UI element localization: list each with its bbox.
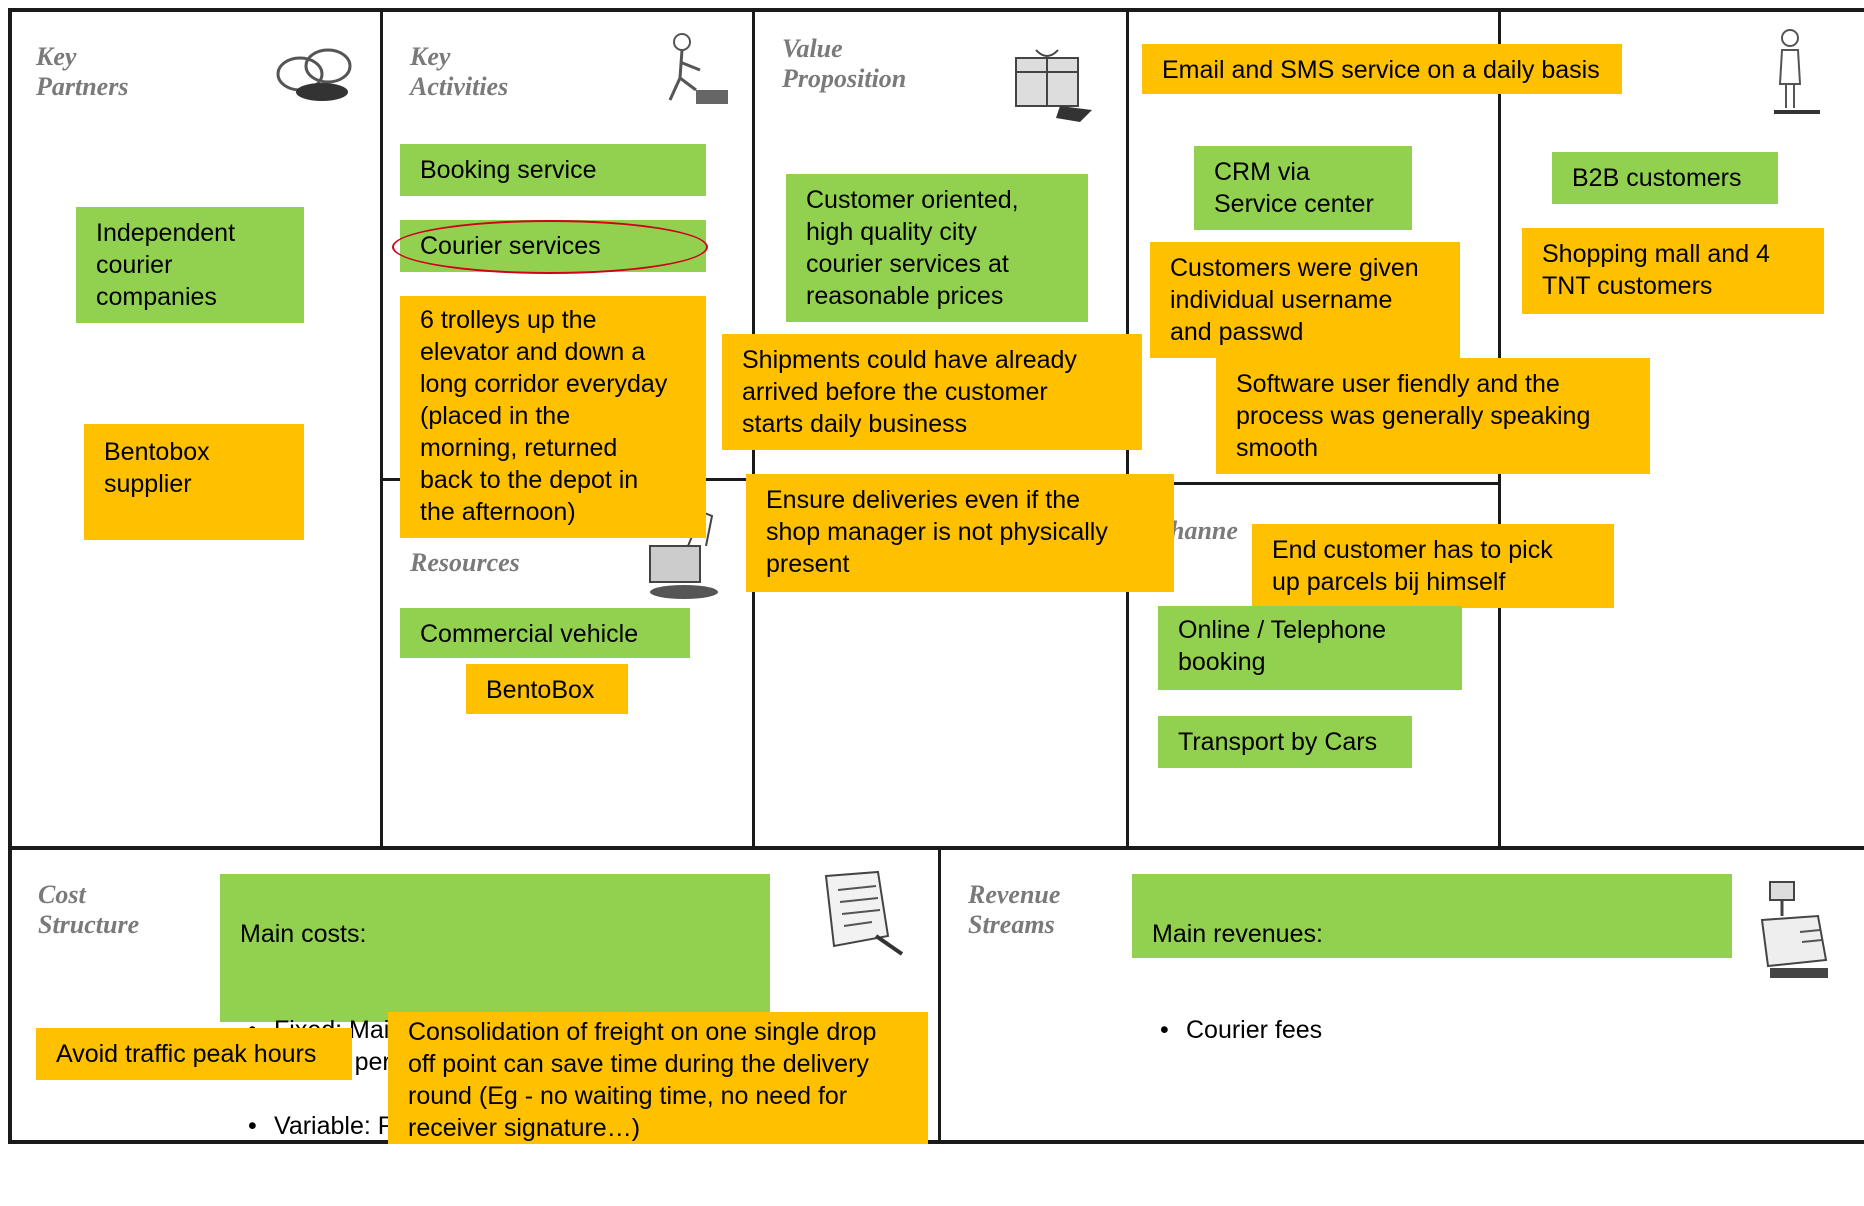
note-shipments-arrived: Shipments could have already arrived bef… (722, 334, 1142, 450)
note-commercial-vehicle: Commercial vehicle (400, 608, 690, 658)
divider-bottom (938, 846, 941, 1144)
divider-mid-right (1126, 482, 1500, 485)
note-bentobox-supplier: Bentobox supplier (84, 424, 304, 540)
note-independent-couriers: Independent courier companies (76, 207, 304, 323)
cash-register-icon (1760, 881, 1828, 978)
block-title-cost-structure: Cost Structure (38, 880, 140, 939)
costs-heading: Main costs: (240, 920, 367, 948)
divider-horizontal (8, 846, 1864, 850)
note-main-costs: Main costs: Fixed: Maintenance trucks, d… (220, 874, 770, 1142)
note-b2b-customers: B2B customers (1552, 152, 1778, 204)
note-email-sms: Email and SMS service on a daily basis (1142, 44, 1622, 94)
revenues-list: Courier fees (1152, 982, 1712, 1078)
note-main-revenues: Main revenues: Courier fees (1132, 874, 1732, 1046)
note-booking-service: Booking service (400, 144, 706, 196)
note-consolidation: Consolidation of freight on one single d… (388, 1012, 928, 1144)
invoice-icon (824, 870, 904, 956)
note-ensure-deliveries: Ensure deliveries even if the shop manag… (746, 474, 1174, 592)
block-title-revenue-streams: Revenue Streams (968, 880, 1061, 939)
handshake-chain-icon (276, 48, 352, 101)
revenues-item: Courier fees (1160, 1014, 1712, 1046)
person-standing-icon (1774, 29, 1820, 114)
divider-1 (380, 8, 383, 848)
frame-bottom (8, 1140, 1864, 1144)
block-title-channels: hanne (1170, 516, 1238, 545)
revenues-heading: Main revenues: (1152, 920, 1323, 948)
note-crm: CRM via Service center (1194, 146, 1412, 230)
block-title-key-partners: Key Partners (36, 42, 129, 101)
block-title-key-activities: Key Activities (410, 42, 509, 101)
note-online-booking: Online / Telephone booking (1158, 606, 1462, 690)
block-title-value-proposition: Value Proposition (782, 34, 907, 93)
note-bentobox: BentoBox (466, 664, 628, 714)
note-trolleys: 6 trolleys up the elevator and down a lo… (400, 296, 706, 538)
person-working-icon (668, 33, 728, 104)
factory-machine-icon (649, 510, 718, 599)
gift-package-icon (1015, 49, 1092, 122)
note-transport-cars: Transport by Cars (1158, 716, 1412, 768)
note-end-customer: End customer has to pick up parcels bij … (1252, 524, 1614, 608)
note-customer-oriented: Customer oriented, high quality city cou… (786, 174, 1088, 322)
frame-left (8, 8, 12, 1144)
note-shopping-mall: Shopping mall and 4 TNT customers (1522, 228, 1824, 314)
frame-top (8, 8, 1864, 12)
highlight-ellipse (392, 220, 708, 274)
note-software: Software user fiendly and the process wa… (1216, 358, 1650, 474)
block-title-key-resources: Resources (410, 548, 520, 577)
note-avoid-traffic: Avoid traffic peak hours (36, 1028, 352, 1080)
note-username: Customers were given individual username… (1150, 242, 1460, 358)
business-model-canvas: Key Partners Key Activities Resources Va… (0, 0, 1864, 1144)
